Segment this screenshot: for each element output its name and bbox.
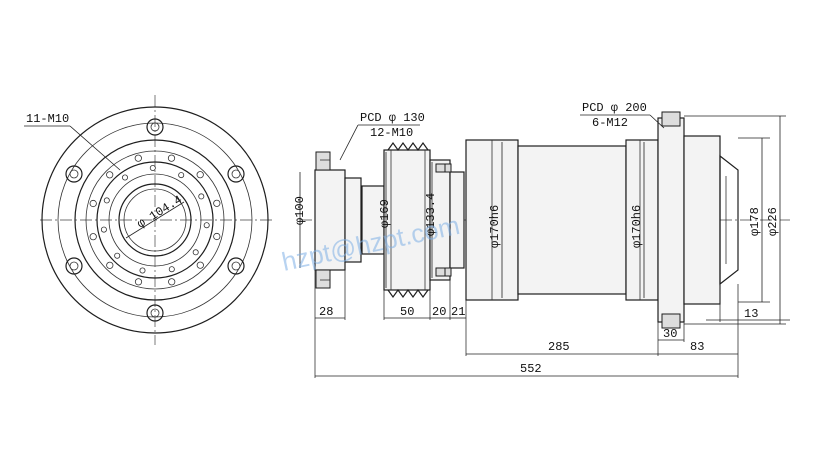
bolt-hole: [167, 154, 176, 162]
bolt-hole: [192, 249, 199, 256]
dim-len-30: 30: [663, 327, 677, 341]
dim-dia-226: φ226: [766, 207, 780, 236]
pcd-leaders: PCD φ 130 12-M10 PCD φ 200 6-M12: [339, 101, 665, 161]
dim-len-28: 28: [319, 305, 333, 319]
bolt-hole: [122, 174, 129, 181]
dim-dia-170-b: φ170h6: [630, 205, 644, 248]
dim-dia-100: φ100: [293, 196, 307, 225]
bolt-hole: [196, 171, 204, 179]
pcd200-holes: 6-M12: [592, 116, 628, 130]
bolt-hole: [114, 252, 121, 259]
dim-len-20: 20: [432, 305, 446, 319]
bolt-hole: [203, 222, 210, 229]
bolt-hole: [213, 232, 221, 241]
bolt-hole: [134, 154, 142, 162]
dim-len-21: 21: [451, 305, 465, 319]
vertical-dimensions: φ100 φ169 φ133.4 φ170h6 φ170h6 φ178 φ226: [293, 115, 786, 325]
front-holes-label: 11-M10: [26, 112, 69, 126]
bolt-hole: [106, 261, 114, 269]
front-view: φ 104.4 11-M10: [24, 95, 275, 345]
pcd130-title: PCD φ 130: [360, 111, 425, 125]
dim-len-50: 50: [400, 305, 414, 319]
bolt-hole: [134, 278, 143, 286]
dim-dia-169: φ169: [378, 199, 392, 228]
bolt-hole: [103, 197, 110, 204]
bolt-hole: [168, 266, 175, 273]
bolt-hole: [198, 193, 205, 200]
bolt-hole: [89, 233, 97, 241]
bolt-hole: [196, 261, 204, 269]
pcd200-title: PCD φ 200: [582, 101, 647, 115]
dim-len-83: 83: [690, 340, 704, 354]
bolt-hole: [168, 278, 176, 286]
bolt-hole: [149, 164, 156, 171]
bolt-hole: [106, 171, 114, 179]
bolt-hole: [100, 226, 107, 233]
side-view: [300, 111, 790, 329]
bolt-hole: [139, 267, 146, 274]
dim-dia-170-a: φ170h6: [488, 205, 502, 248]
bolt-hole: [213, 199, 221, 207]
bolt-hole: [178, 172, 185, 179]
dim-dia-178: φ178: [748, 207, 762, 236]
dim-len-285: 285: [548, 340, 570, 354]
bolt-hole: [89, 199, 97, 208]
horizontal-dimensions: 28 50 20 21 285 30 83 13 552: [314, 270, 790, 378]
dim-len-552: 552: [520, 362, 542, 376]
dim-dia-133: φ133.4: [424, 193, 438, 236]
pcd130-holes: 12-M10: [370, 126, 413, 140]
dim-len-13: 13: [744, 307, 758, 321]
front-pcd-diameter: φ 104.4: [135, 193, 185, 232]
